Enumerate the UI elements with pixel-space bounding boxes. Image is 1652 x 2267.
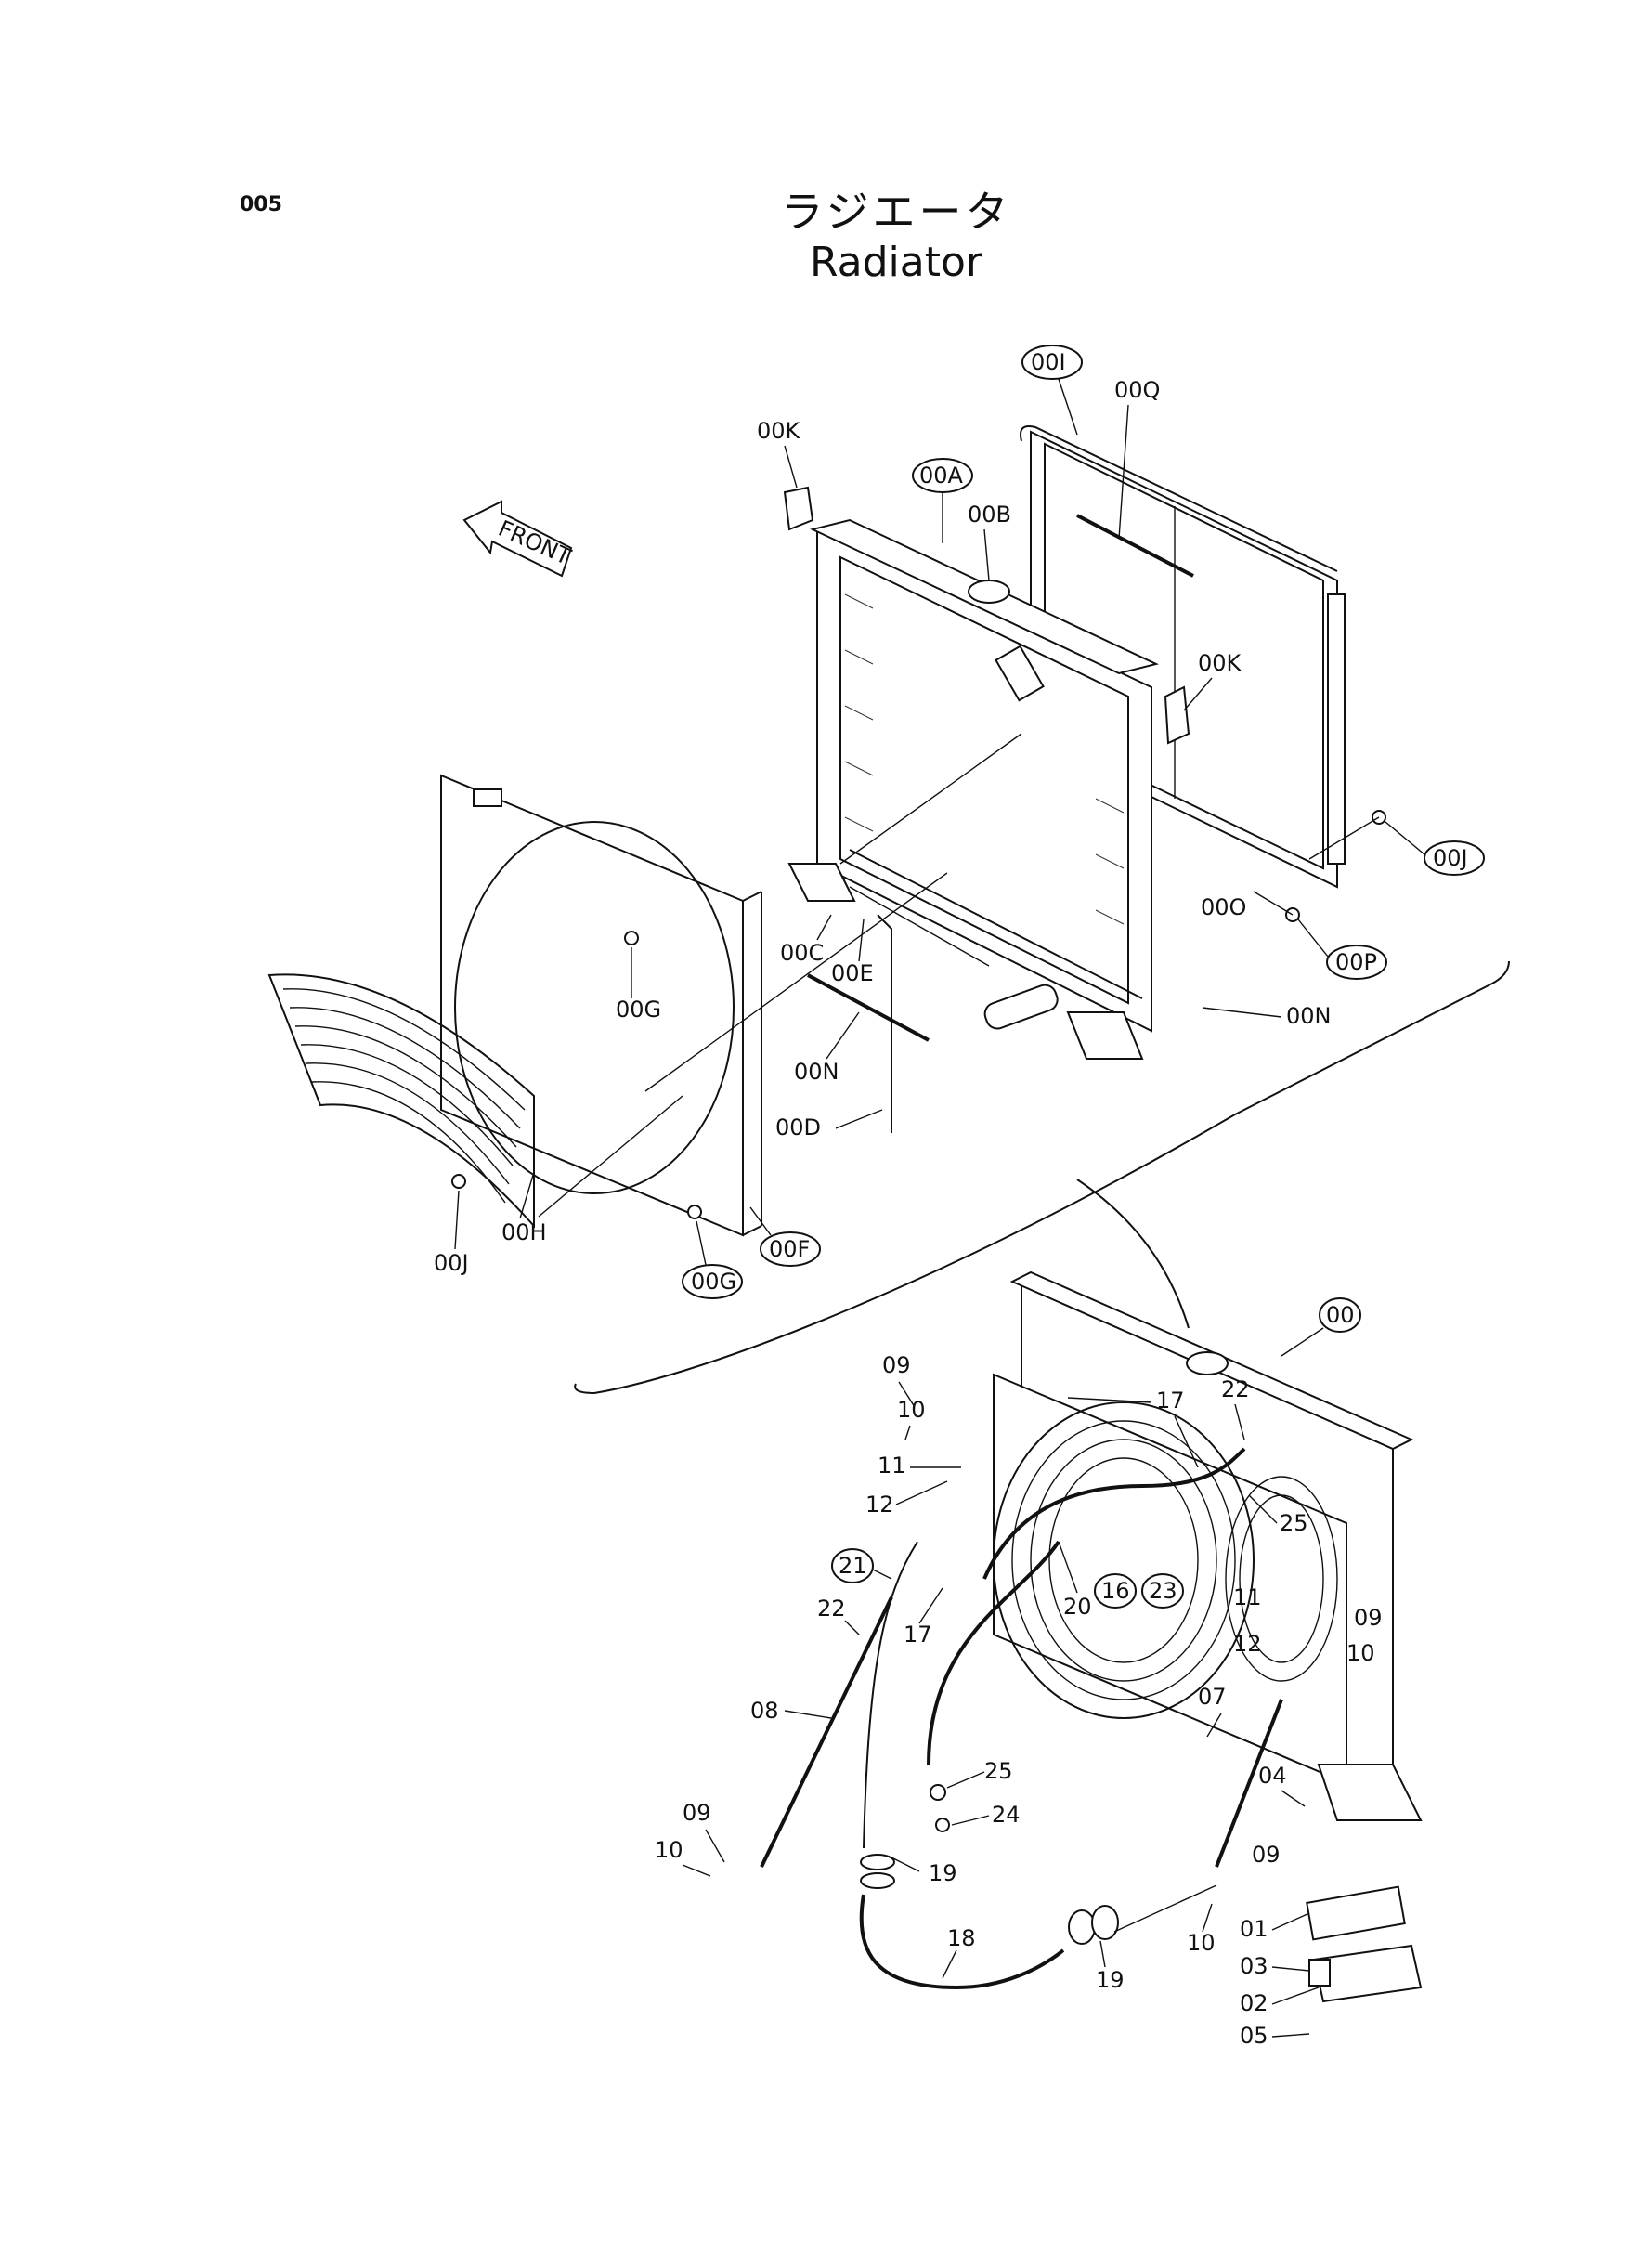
label-00N-right: 00N [1286, 1003, 1332, 1029]
label-24: 24 [992, 1802, 1021, 1828]
label-10-top: 10 [897, 1397, 926, 1423]
label-00E: 00E [831, 960, 874, 986]
label-17-top: 17 [1156, 1388, 1185, 1414]
label-09-right: 09 [1354, 1605, 1383, 1631]
label-25-low: 25 [984, 1758, 1013, 1784]
label-16: 16 [1101, 1578, 1130, 1604]
label-00K-side: 00K [1198, 650, 1242, 676]
label-09-low: 09 [1252, 1842, 1281, 1868]
title-block: ラジエータ Radiator [0, 186, 1652, 288]
lower-part-labels: 00 09 10 11 12 17 22 25 21 16 23 20 17 2… [655, 1297, 1383, 2049]
label-07: 07 [1198, 1684, 1227, 1710]
label-00G-bottom: 00G [691, 1269, 736, 1295]
label-09-left: 09 [683, 1800, 711, 1826]
label-00J-left: 00J [434, 1250, 469, 1276]
label-00O: 00O [1201, 894, 1246, 920]
label-00C: 00C [780, 940, 824, 966]
label-11-right: 11 [1233, 1584, 1262, 1610]
label-00Q: 00Q [1114, 377, 1160, 403]
label-01: 01 [1240, 1916, 1268, 1942]
label-05: 05 [1240, 2023, 1268, 2049]
title-japanese: ラジエータ [780, 187, 1012, 237]
label-00J-right: 00J [1433, 845, 1468, 871]
lower-assembly-drawing [760, 1270, 1423, 2003]
label-18: 18 [947, 1925, 976, 1951]
label-03: 03 [1240, 1953, 1268, 1979]
label-21: 21 [839, 1553, 867, 1579]
label-22-mid: 22 [817, 1596, 846, 1622]
title-english: Radiator [810, 239, 982, 286]
main-radiator-drawing [787, 518, 1159, 1060]
label-09-top: 09 [882, 1352, 911, 1378]
label-19-left: 19 [929, 1860, 957, 1886]
label-00K-top: 00K [757, 418, 801, 444]
label-04: 04 [1258, 1763, 1287, 1789]
label-11-left: 11 [878, 1453, 906, 1479]
label-10-low: 10 [1187, 1930, 1216, 1956]
fan-shroud-drawing [440, 774, 762, 1237]
label-00I: 00I [1031, 349, 1066, 375]
label-00F: 00F [769, 1236, 810, 1262]
upper-exploded-assembly [267, 425, 1510, 1395]
label-17-mid: 17 [904, 1622, 932, 1648]
label-00H: 00H [501, 1219, 547, 1245]
label-00N-left: 00N [794, 1059, 839, 1085]
label-22-top: 22 [1221, 1376, 1250, 1402]
label-10-right: 10 [1346, 1640, 1375, 1666]
label-00P: 00P [1335, 949, 1377, 975]
label-00D: 00D [775, 1114, 821, 1140]
label-00G-mid: 00G [616, 997, 661, 1023]
fan-guard-drawing [267, 973, 535, 1229]
label-00A: 00A [919, 463, 964, 489]
label-08: 08 [750, 1698, 779, 1724]
label-02: 02 [1240, 1990, 1268, 2016]
page-number: 005 [240, 193, 282, 216]
label-25-top: 25 [1280, 1510, 1308, 1536]
label-10-left: 10 [655, 1837, 683, 1863]
label-12-left: 12 [865, 1492, 894, 1518]
upper-part-labels: 00K 00A 00B 00I 00Q 00K 00J 00O 00P 00N … [434, 345, 1485, 1299]
label-20: 20 [1063, 1594, 1092, 1620]
label-00B: 00B [968, 502, 1011, 528]
label-19-low: 19 [1096, 1967, 1125, 1993]
label-12-right: 12 [1233, 1631, 1262, 1657]
label-00: 00 [1326, 1302, 1355, 1328]
label-23: 23 [1149, 1578, 1177, 1604]
front-direction-arrow: FRONT [462, 500, 575, 578]
